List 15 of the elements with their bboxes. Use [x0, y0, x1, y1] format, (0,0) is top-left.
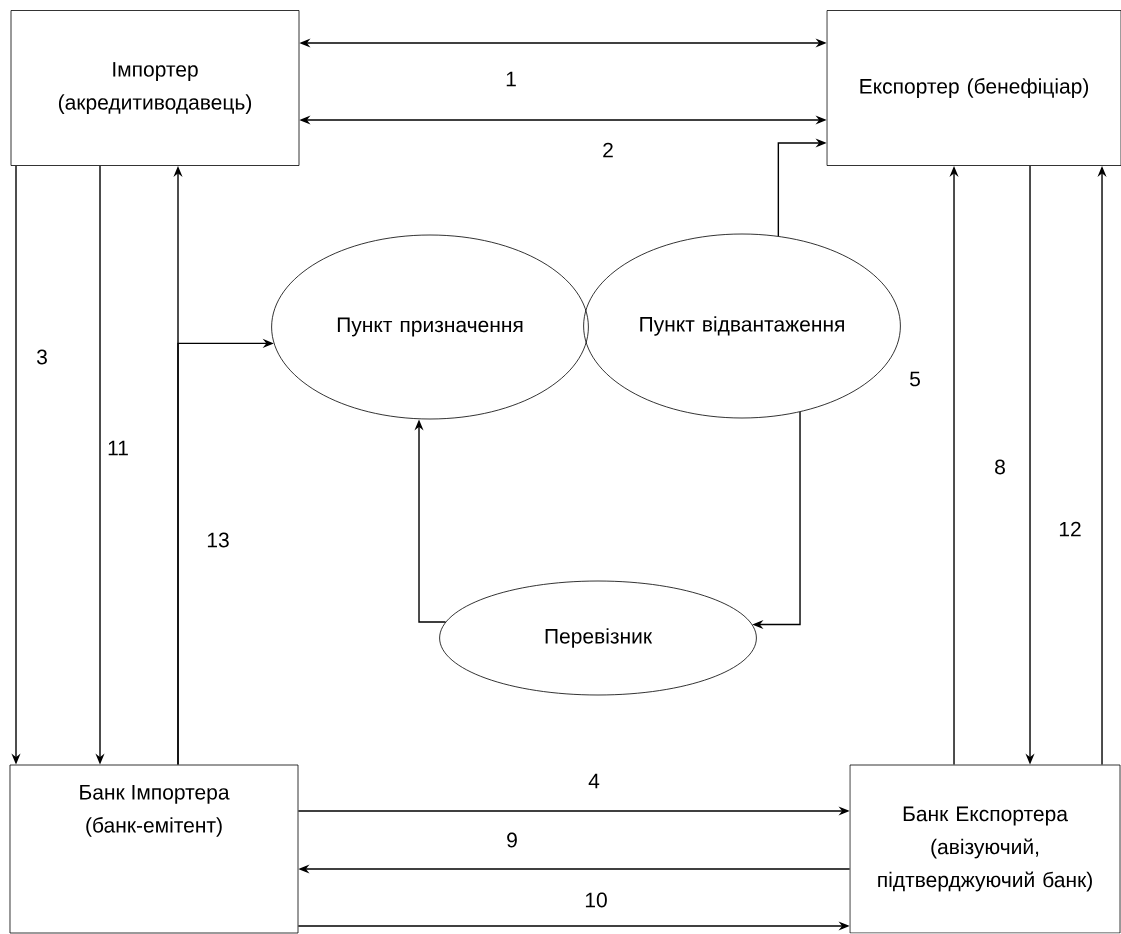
edge-label: 8: [993, 458, 1007, 476]
bank-box: Банк Експортера (авізуючий, підтверджуючий банк): [849, 764, 1121, 934]
edge-label: 10: [583, 891, 609, 909]
bank-box: Банк Імпортера (банк-емітент): [9, 764, 299, 934]
edge-label: 2: [601, 141, 615, 159]
edge-label: 13: [205, 531, 231, 549]
process-box: Імпортер (акредитиводавець): [10, 10, 300, 166]
edge-label: 1: [504, 70, 518, 88]
edge-label: 9: [505, 831, 519, 849]
process-box: Експортер (бенефіціар): [826, 10, 1121, 166]
edge-label: 4: [587, 772, 601, 790]
edge-label: 5: [908, 370, 922, 388]
edge-label: 11: [106, 439, 130, 457]
edge-label: 3: [35, 348, 49, 366]
edge-label: 12: [1057, 520, 1083, 538]
